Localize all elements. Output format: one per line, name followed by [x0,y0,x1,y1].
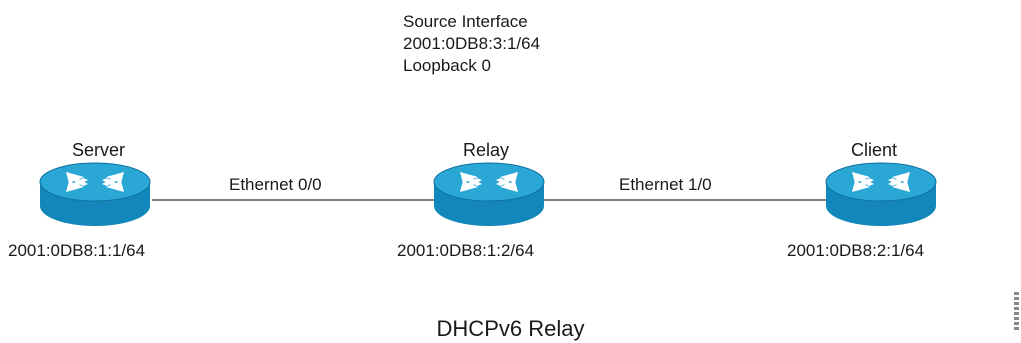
relay-router-icon [433,162,545,226]
diagram-caption: DHCPv6 Relay [436,316,585,341]
node-name-relay: Relay [463,140,510,160]
node-name-client: Client [851,140,898,160]
figure-id-mark [1014,292,1019,332]
node-name-server: Server [72,140,126,160]
node-address-client: 2001:0DB8:2:1/64 [787,241,925,260]
server-router-icon [39,162,151,226]
link-label-ethernet-1-0: Ethernet 1/0 [619,175,712,194]
link-label-ethernet-0-0: Ethernet 0/0 [229,175,322,194]
source-interface-loopback: Loopback 0 [403,56,491,75]
source-interface-address: 2001:0DB8:3:1/64 [403,34,541,53]
node-address-server: 2001:0DB8:1:1/64 [8,241,146,260]
source-interface-title: Source Interface [403,12,528,31]
source-interface-label: Source Interface 2001:0DB8:3:1/64 Loopba… [403,11,540,77]
client-router-icon [825,162,937,226]
node-address-relay: 2001:0DB8:1:2/64 [397,241,535,260]
